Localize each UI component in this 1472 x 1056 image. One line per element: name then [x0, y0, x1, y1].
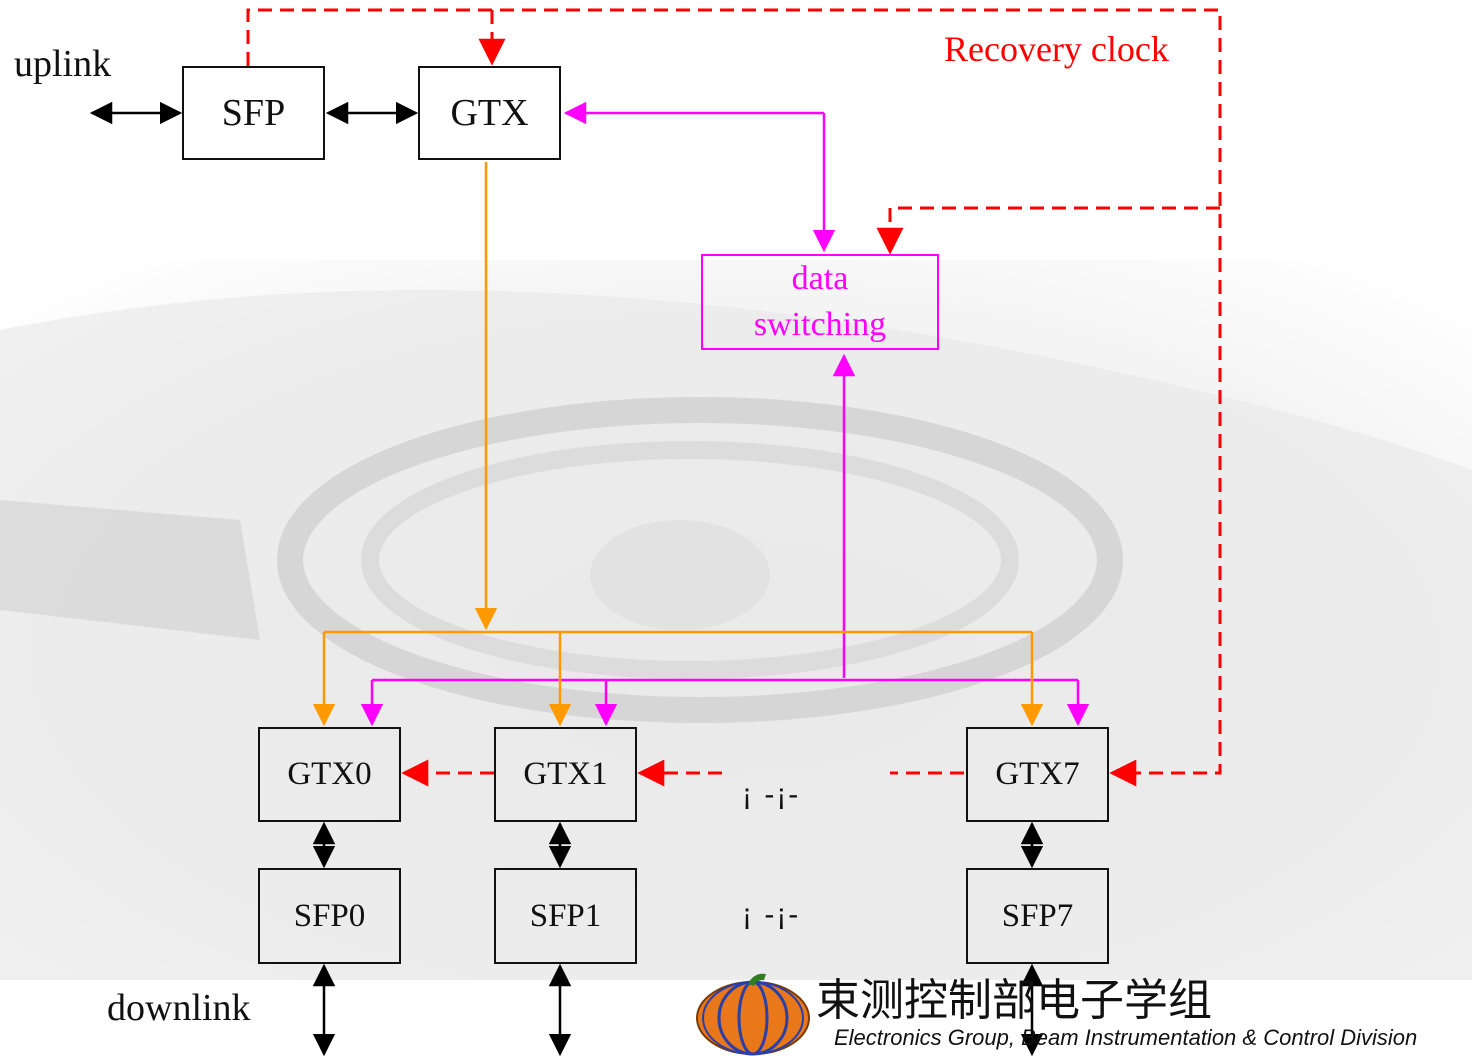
- gtx0-block: GTX0: [258, 727, 401, 822]
- sfp0-block: SFP0: [258, 868, 401, 964]
- gtx7-block: GTX7: [966, 727, 1109, 822]
- uplink-label: uplink: [14, 43, 112, 85]
- data-switching-lines: [360, 101, 1090, 727]
- sfp-ellipsis: ¡ -¡-: [742, 898, 801, 931]
- sfp7-block: SFP7: [966, 868, 1109, 964]
- recovery-clock-lines: [246, 8, 1222, 787]
- data-switching-line2: switching: [753, 306, 887, 343]
- sfp1-block: SFP1: [494, 868, 637, 964]
- recovery-clock-label: Recovery clock: [944, 29, 1169, 69]
- fanout-lines: [312, 162, 1044, 727]
- downlink-links: [312, 963, 1044, 1056]
- gtx1-block: GTX1: [494, 727, 637, 822]
- downlink-label: downlink: [107, 987, 251, 1029]
- gtx-ellipsis: ¡ -¡-: [742, 778, 801, 811]
- gtx-sfp-links: [312, 821, 1044, 869]
- data-switching-line1: data: [791, 260, 849, 298]
- pumpkin-icon: [696, 973, 810, 1056]
- gtx-uplink-block: GTX: [418, 66, 561, 160]
- data-switching-block: data switching: [701, 254, 939, 350]
- logo-title: 束测控制部电子学组: [816, 975, 1212, 1026]
- logo-subtitle: Electronics Group, Beam Instrumentation …: [834, 1025, 1418, 1050]
- sfp-uplink-block: SFP: [182, 66, 325, 160]
